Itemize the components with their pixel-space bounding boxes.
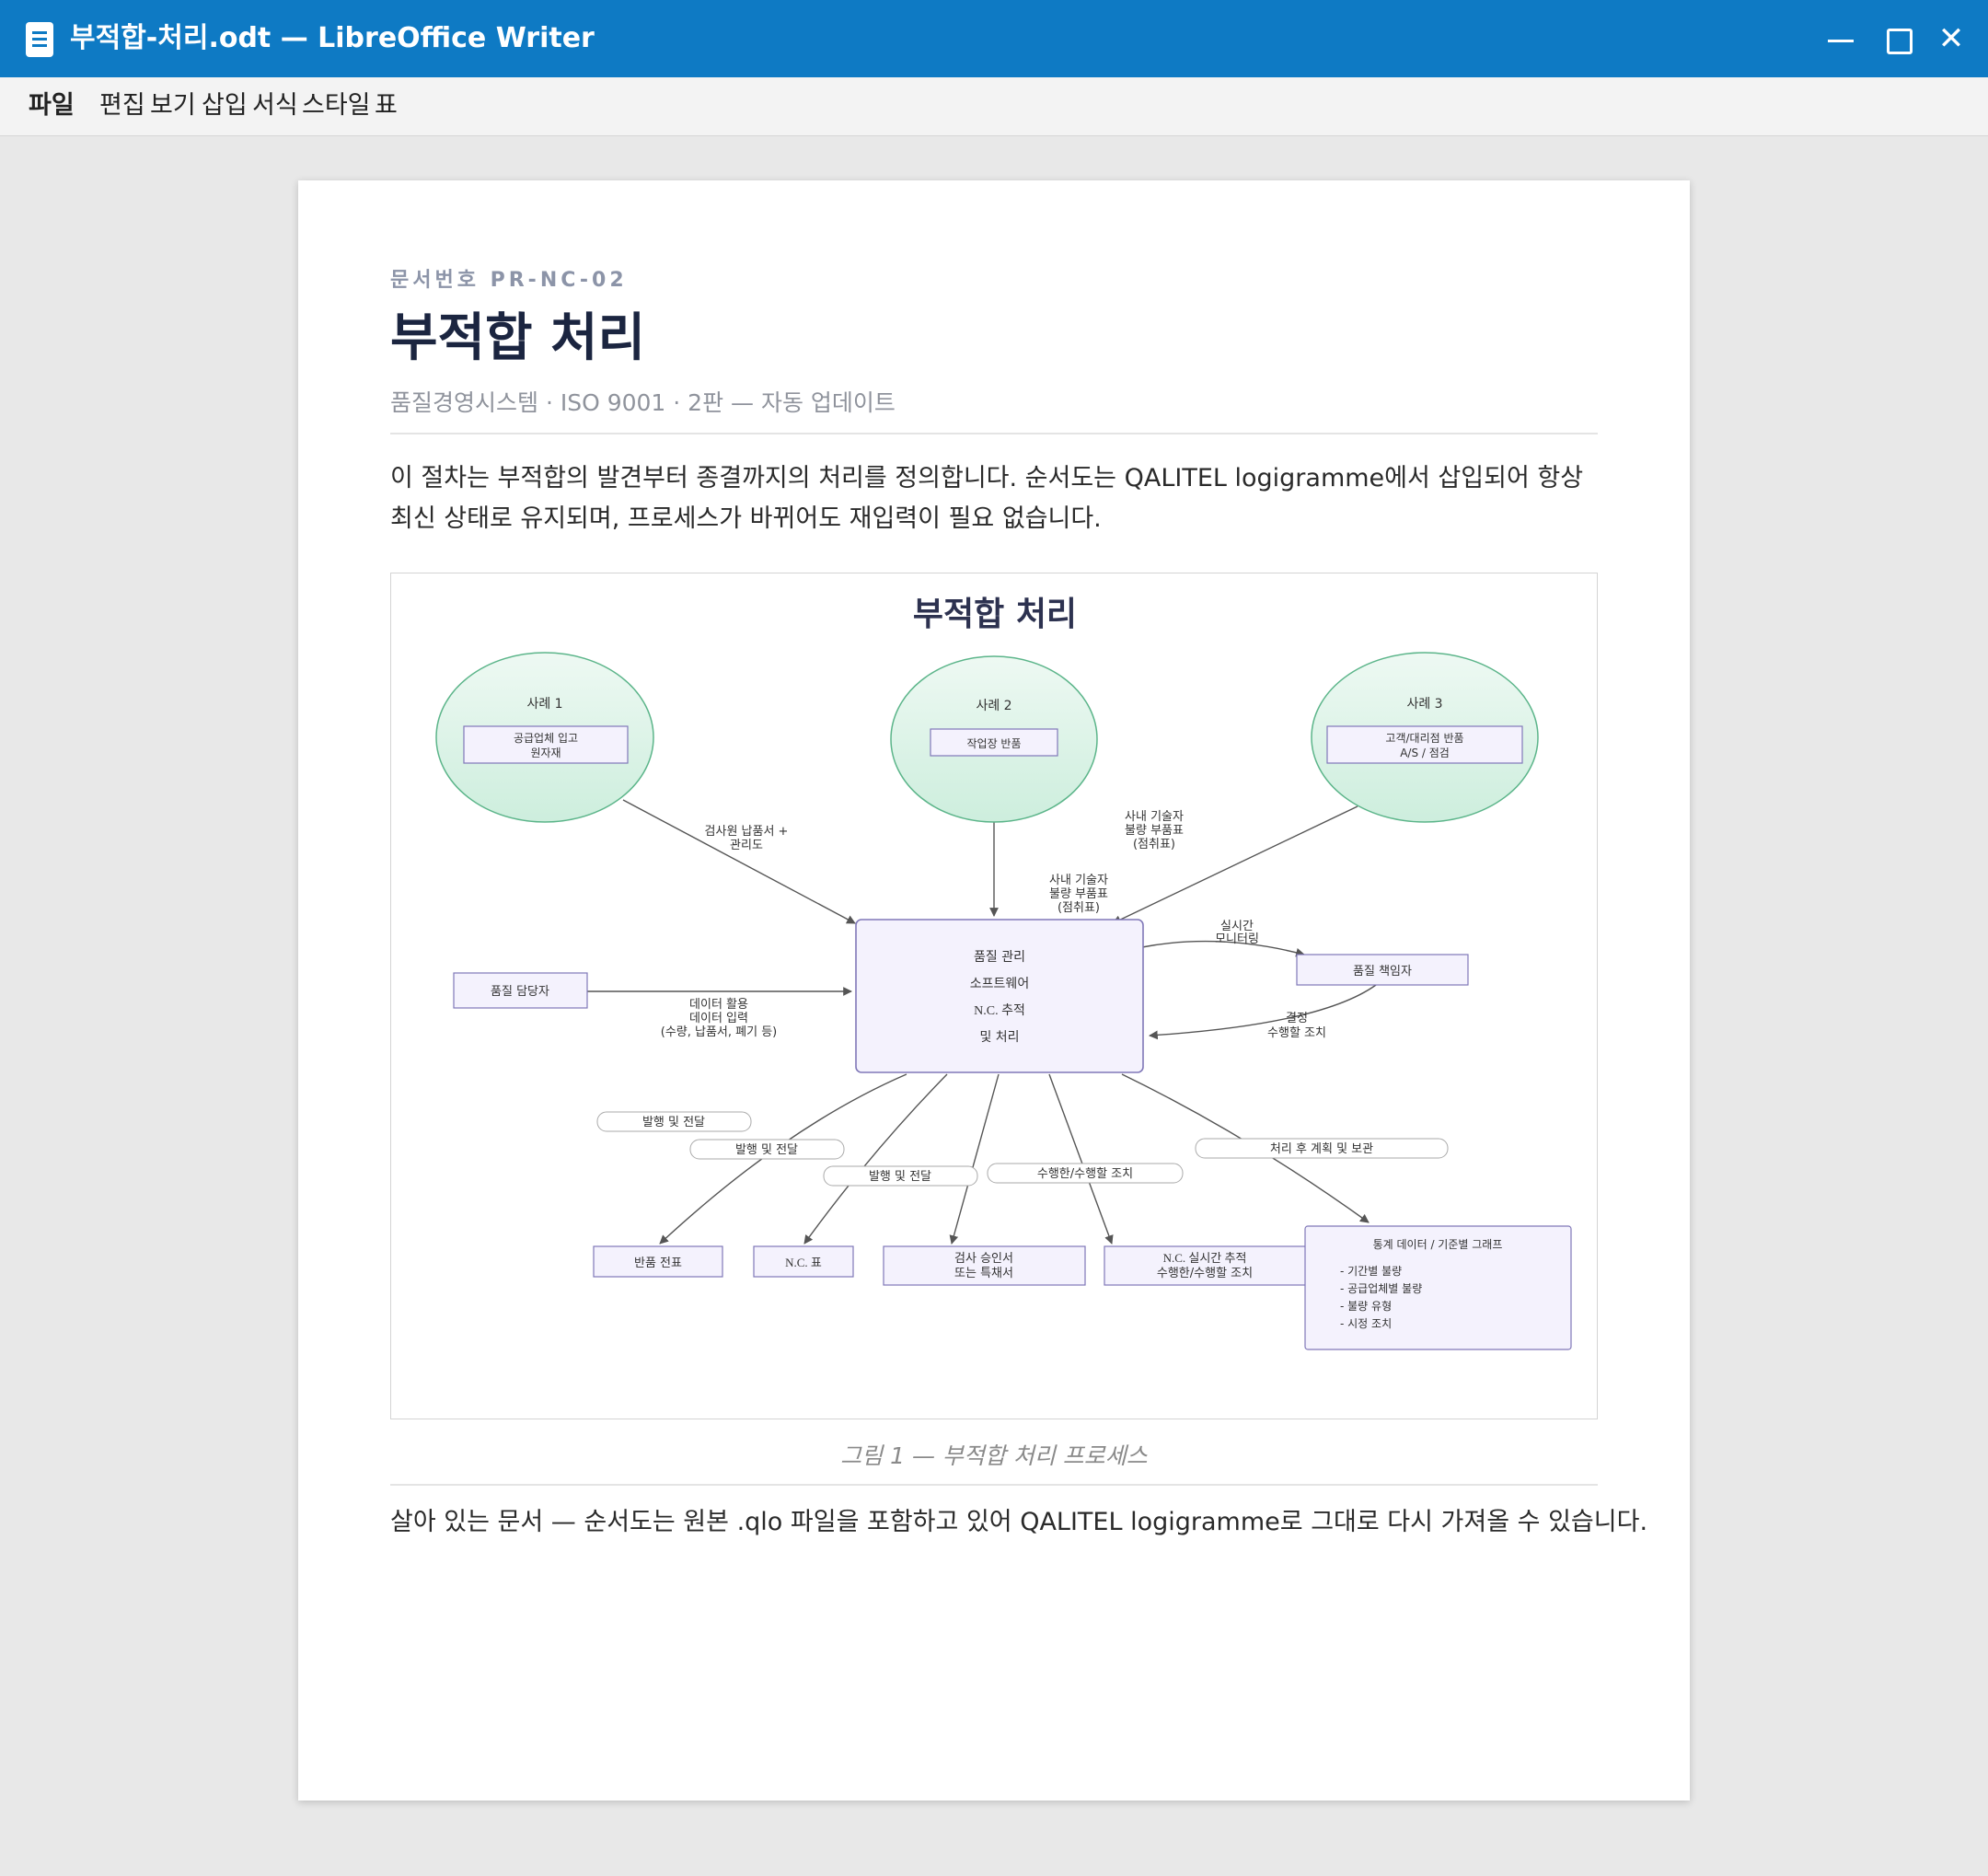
return-slip-box — [593, 1245, 723, 1278]
pill-actions — [987, 1163, 1184, 1184]
case1-box-line1: 공급업체 입고 — [514, 732, 578, 745]
menu-format[interactable]: 서식 — [252, 91, 298, 120]
edge-label-monitor-1: 실시간 — [1220, 920, 1254, 933]
menu-view[interactable]: 보기 — [150, 91, 196, 120]
case2-box — [930, 728, 1058, 757]
menu-file[interactable]: 파일 — [29, 91, 75, 120]
quality-manager-label: 품질 책임자 — [1353, 965, 1412, 979]
close-icon[interactable]: ✕ — [1937, 20, 1965, 57]
page-title: 부적합 처리 — [390, 308, 646, 368]
divider — [390, 433, 1598, 434]
edge-label-case3-1: 사내 기술자 — [1125, 810, 1184, 824]
edge-label-case2-1: 사내 기술자 — [1049, 874, 1108, 887]
pill-post-plan — [1195, 1138, 1449, 1159]
edge-center-inspection — [949, 1073, 1000, 1245]
intro-paragraph: 이 절차는 부적합의 발견부터 종결까지의 처리를 정의합니다. 순서도는 QA… — [390, 464, 1584, 533]
pill-issue-1 — [596, 1111, 752, 1132]
quality-staff-box — [453, 972, 588, 1009]
center-line-2: 소프트웨어 — [970, 977, 1029, 991]
edge-center-tracking — [1048, 1073, 1114, 1245]
edge-label-staff-3: (수량, 납품서, 폐기 등) — [661, 1025, 778, 1039]
center-line-4: 및 처리 — [979, 1030, 1019, 1045]
document-subtitle: 품질경영시스템 · ISO 9001 · 2판 — 자동 업데이트 — [390, 389, 896, 416]
footer-paragraph: 살아 있는 문서 — 순서도는 원본 .qlo 파일을 포함하고 있어 QALI… — [390, 1508, 1648, 1536]
document-icon — [26, 22, 53, 57]
maximize-icon[interactable] — [1879, 20, 1916, 57]
case3-label: 사례 3 — [1406, 697, 1442, 712]
edge-label-decision-2: 수행할 조치 — [1267, 1025, 1326, 1040]
pill-issue-2 — [689, 1139, 845, 1160]
stats-title: 통계 데이터 / 기준별 그래프 — [1373, 1238, 1503, 1251]
case3-box — [1326, 725, 1523, 764]
tracking-line-2: 수행한/수행할 조치 — [1157, 1266, 1253, 1280]
pill-issue-2-label: 발행 및 전달 — [735, 1142, 798, 1157]
return-slip-label: 반품 전표 — [634, 1256, 682, 1270]
menu-edit[interactable]: 편집 — [99, 91, 145, 120]
edge-label-staff-1: 데이터 활용 — [689, 998, 748, 1012]
case2-box-label: 작업장 반품 — [966, 737, 1021, 750]
document-number: 문서번호 PR-NC-02 — [390, 269, 628, 292]
menu-table[interactable]: 표 — [375, 91, 398, 120]
pill-post-plan-label: 처리 후 계획 및 보관 — [1270, 1142, 1373, 1156]
case2-label: 사례 2 — [976, 699, 1011, 713]
edge-label-monitor-2: 모니터링 — [1215, 932, 1259, 946]
edge-label-case1-2: 관리도 — [730, 839, 763, 852]
tracking-line-1: N.C. 실시간 추적 — [1163, 1251, 1247, 1265]
tracking-box — [1104, 1245, 1307, 1286]
pill-issue-3-label: 발행 및 전달 — [869, 1169, 931, 1184]
edge-monitoring — [1141, 940, 1305, 957]
edge-case3-center — [1112, 805, 1358, 924]
divider — [390, 1484, 1598, 1486]
case1-box-line2: 원자재 — [530, 747, 561, 759]
stats-item-2: - 공급업체별 불량 — [1340, 1282, 1422, 1295]
pill-issue-3 — [823, 1165, 978, 1187]
menu-styles[interactable]: 스타일 — [302, 91, 371, 120]
inspection-box — [883, 1245, 1086, 1286]
inspection-line-1: 검사 승인서 — [954, 1252, 1013, 1266]
center-line-3: N.C. 추적 — [974, 1003, 1025, 1018]
case3-box-line1: 고객/대리점 반품 — [1385, 732, 1463, 745]
edge-label-case1-1: 검사원 납품서 + — [705, 825, 789, 839]
stats-item-1: - 기간별 불량 — [1340, 1265, 1402, 1278]
stats-box — [1304, 1225, 1572, 1350]
edge-label-case3-2: 불량 부품표 — [1125, 824, 1184, 838]
case3-box-line2: A/S / 점검 — [1400, 747, 1450, 759]
nc-table-box — [753, 1245, 854, 1278]
stats-item-3: - 불량 유형 — [1340, 1300, 1392, 1313]
edge-label-case2-2: 불량 부품표 — [1049, 887, 1108, 901]
nc-table-label: N.C. 표 — [785, 1256, 822, 1269]
menu-insert[interactable]: 삽입 — [202, 91, 248, 120]
quality-manager-box — [1296, 954, 1469, 986]
pill-actions-label: 수행한/수행할 조치 — [1037, 1166, 1133, 1181]
edge-decision — [1149, 984, 1377, 1040]
flowchart-diagram: 부적합 처리 사례 1 공급업체 입고 원자재 사 — [435, 596, 1572, 1350]
edge-label-decision-1: 결정 — [1286, 1012, 1308, 1025]
edge-label-case2-3: (점취표) — [1058, 901, 1100, 915]
inspection-line-2: 또는 특채서 — [954, 1267, 1013, 1280]
window-title: 부적합-처리.odt — LibreOffice Writer — [70, 22, 595, 54]
menu-bar: 파일 편집 보기 삽입 서식 스타일 표 — [0, 77, 1988, 136]
figure-caption: 그림 1 — 부적합 처리 프로세스 — [840, 1442, 1148, 1469]
center-line-1: 품질 관리 — [974, 950, 1025, 965]
minimize-icon[interactable] — [1822, 20, 1859, 57]
case1-label: 사례 1 — [526, 697, 562, 712]
stats-item-4: - 시정 조치 — [1340, 1317, 1392, 1330]
diagram-title: 부적합 처리 — [913, 596, 1077, 633]
case1-box — [463, 725, 629, 764]
edge-label-staff-2: 데이터 입력 — [689, 1012, 748, 1025]
edge-label-case3-3: (점취표) — [1133, 838, 1175, 851]
document-page[interactable]: 문서번호 PR-NC-02 부적합 처리 품질경영시스템 · ISO 9001 … — [298, 180, 1690, 1801]
pill-issue-1-label: 발행 및 전달 — [642, 1115, 705, 1129]
quality-staff-label: 품질 담당자 — [491, 985, 549, 999]
title-bar: 부적합-처리.odt — LibreOffice Writer ✕ — [0, 0, 1988, 77]
flowchart-figure[interactable]: 부적합 처리 사례 1 공급업체 입고 원자재 사 — [390, 573, 1598, 1419]
edge-case1-center — [622, 799, 856, 924]
edge-center-nc — [803, 1073, 948, 1245]
center-box — [855, 919, 1144, 1073]
